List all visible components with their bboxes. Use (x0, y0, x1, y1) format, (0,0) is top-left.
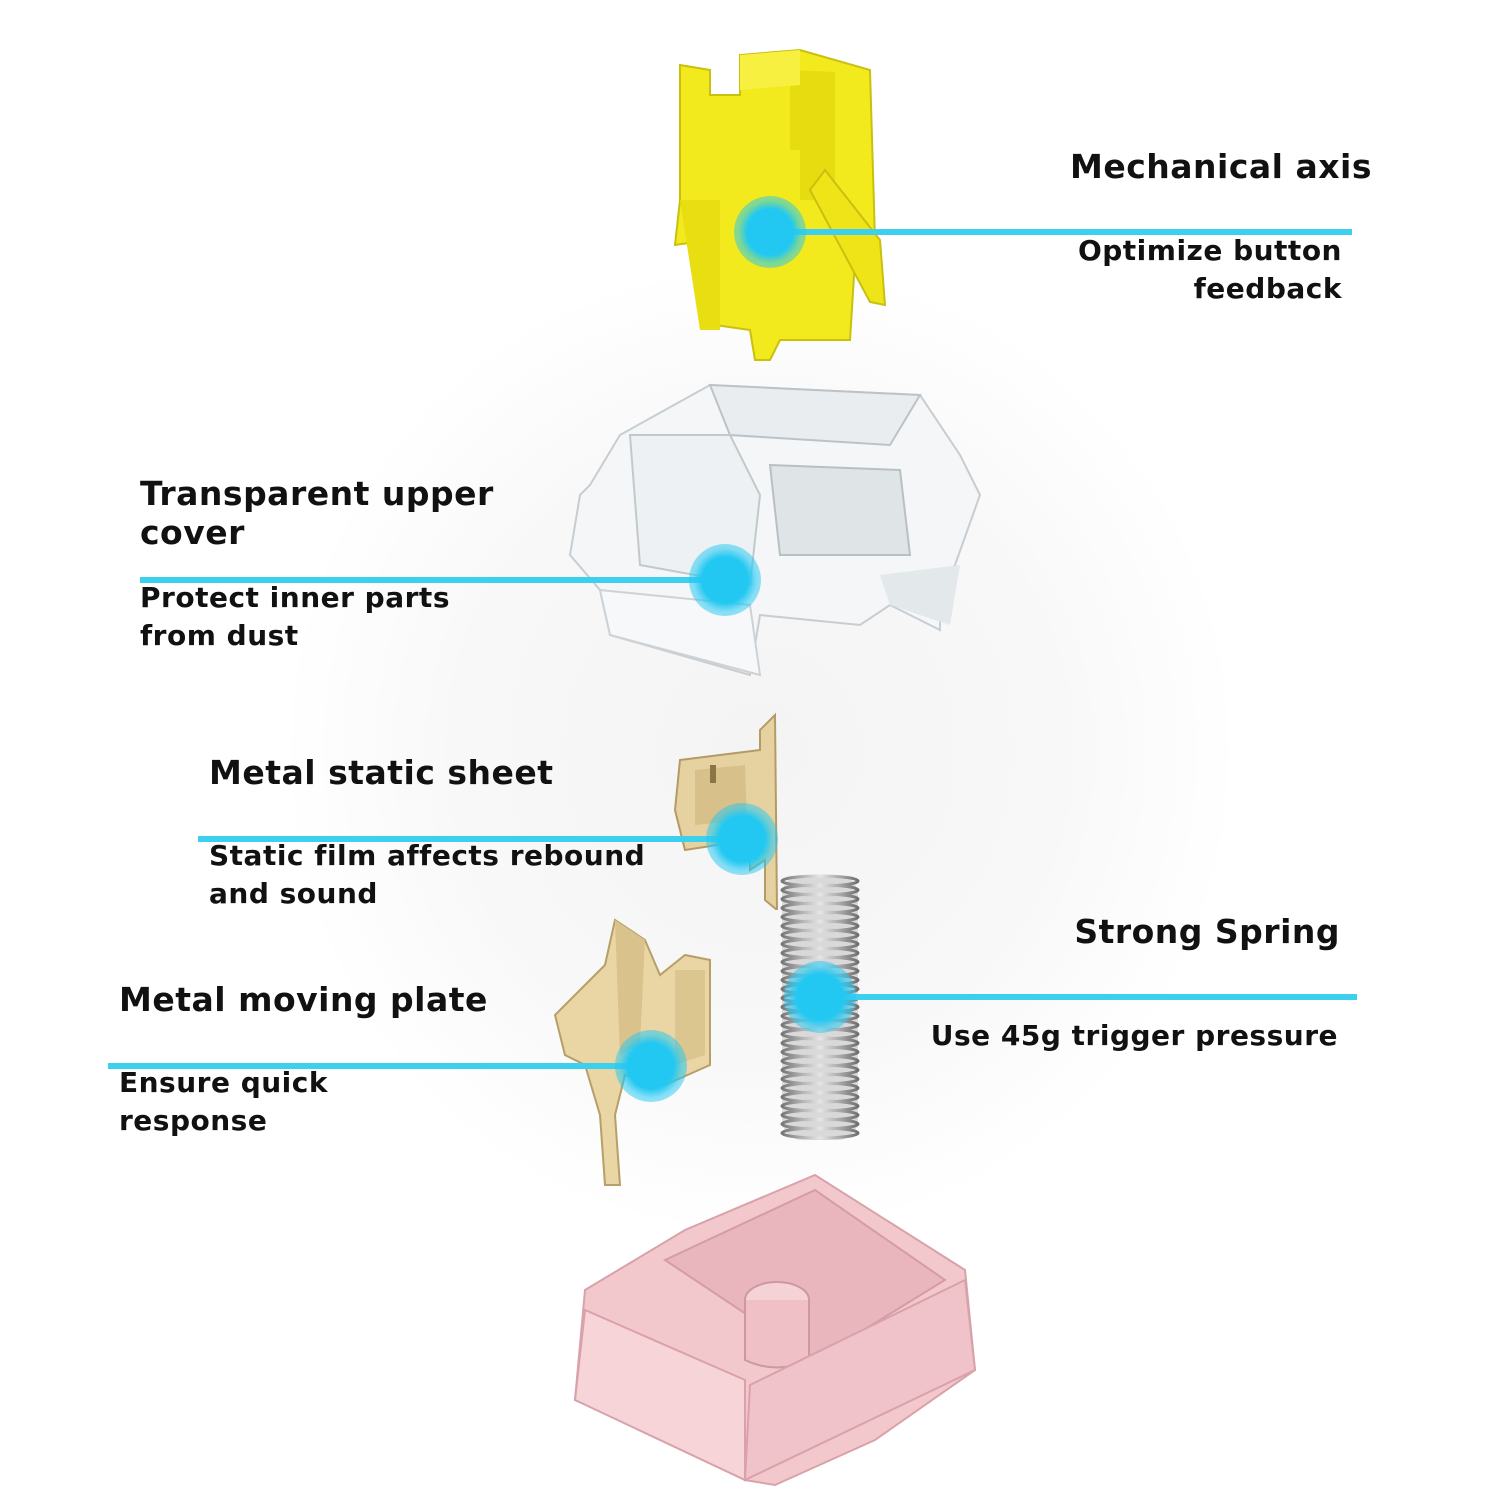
upper-cover-desc-line-2: from dust (140, 618, 299, 652)
callout-dot-static-sheet (706, 803, 778, 875)
moving-plate-desc-line-1: Ensure quick (119, 1066, 328, 1099)
spring-desc: Use 45g trigger pressure (931, 1017, 1338, 1055)
leader-line-spring (820, 994, 1357, 1000)
mechanical-axis-desc-line-1: Optimize button (1077, 234, 1342, 267)
spring-desc-line-1: Use 45g trigger pressure (930, 1019, 1338, 1052)
leader-line-moving-plate (108, 1063, 653, 1069)
upper-cover-title-line-2: cover (140, 512, 245, 552)
static-sheet-desc-line-1: Static film affects rebound (209, 839, 646, 872)
static-sheet-title: Metal static sheet (209, 753, 554, 792)
static-sheet-desc: Static film affects rebound and sound (209, 837, 645, 913)
callout-dot-mechanical-axis (734, 196, 806, 268)
moving-plate-title: Metal moving plate (119, 980, 488, 1019)
mechanical-axis-desc: Optimize button feedback (1078, 232, 1342, 308)
upper-cover-title: Transparent upper cover (140, 474, 494, 553)
leader-line-static-sheet (198, 836, 743, 842)
transparent-cover-illustration (568, 383, 982, 677)
mechanical-axis-title: Mechanical axis (1070, 147, 1372, 186)
leader-line-mechanical-axis (770, 229, 1352, 235)
moving-plate-desc-line-2: response (119, 1103, 268, 1137)
pink-base-illustration (573, 1173, 977, 1487)
spring-coil (780, 1126, 860, 1140)
moving-plate-desc: Ensure quick response (119, 1064, 328, 1140)
upper-cover-desc-line-1: Protect inner parts (140, 581, 450, 614)
callout-dot-upper-cover (689, 544, 761, 616)
static-sheet-desc-line-2: and sound (209, 876, 378, 910)
upper-cover-desc: Protect inner parts from dust (140, 579, 450, 655)
mechanical-axis-desc-line-2: feedback (1193, 271, 1342, 305)
spring-title: Strong Spring (1074, 912, 1340, 951)
upper-cover-title-line-1: Transparent upper (140, 474, 494, 513)
callout-dot-moving-plate (615, 1030, 687, 1102)
callout-dot-spring (784, 961, 856, 1033)
leader-line-upper-cover (140, 577, 725, 583)
